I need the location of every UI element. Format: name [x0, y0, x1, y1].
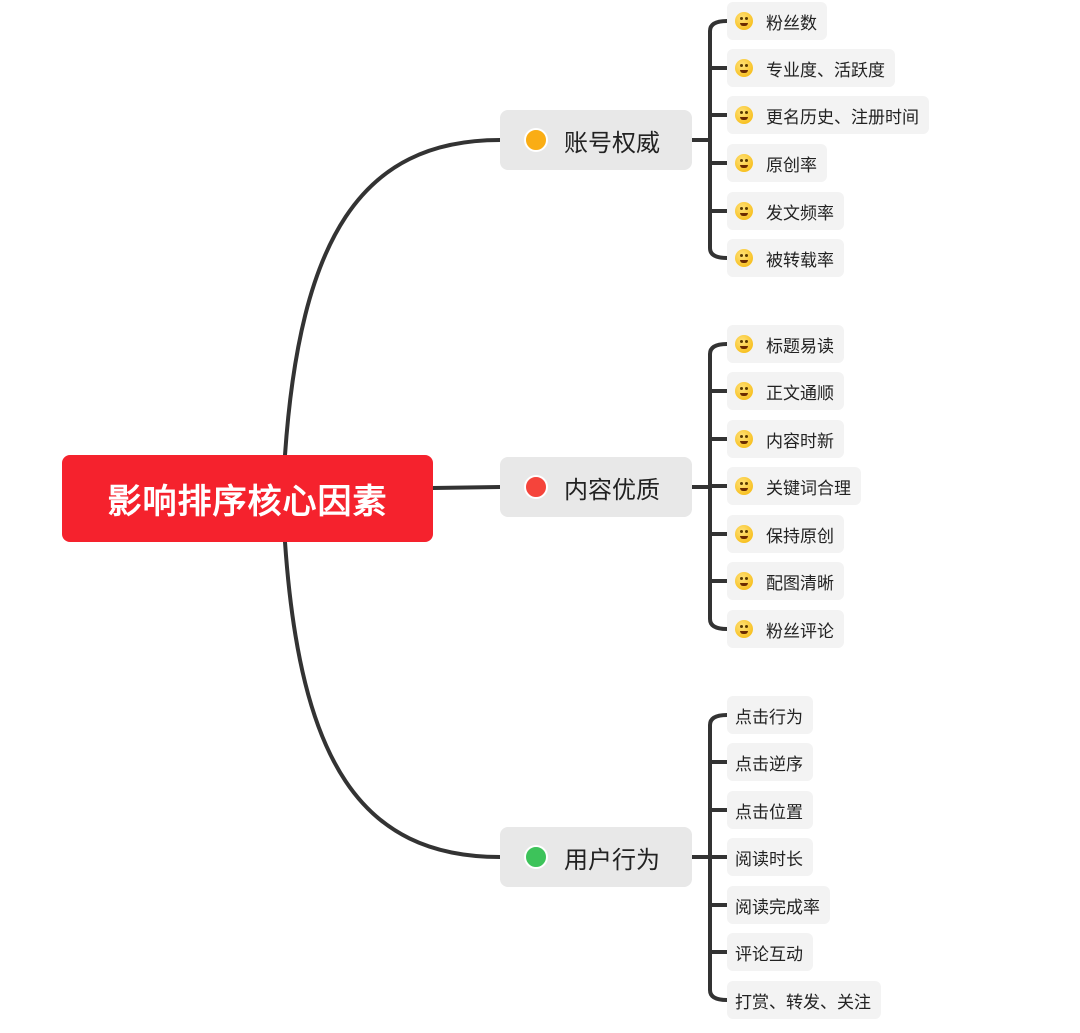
- leaf-node[interactable]: 阅读完成率: [727, 886, 830, 924]
- leaf-node[interactable]: 评论互动: [727, 933, 813, 971]
- branch-label: 内容优质: [564, 475, 660, 504]
- leaf-node[interactable]: 正文通顺: [727, 372, 844, 410]
- leaf-label: 配图清晰: [766, 573, 834, 594]
- leaf-node[interactable]: 发文频率: [727, 192, 844, 230]
- leaf-node[interactable]: 被转载率: [727, 239, 844, 277]
- leaf-label: 打赏、转发、关注: [735, 992, 871, 1013]
- neutral-face-icon: [735, 106, 753, 124]
- branch-label: 用户行为: [564, 845, 660, 874]
- leaf-node[interactable]: 关键词合理: [727, 467, 861, 505]
- leaf-node[interactable]: 原创率: [727, 144, 827, 182]
- leaf-label: 更名历史、注册时间: [766, 107, 919, 128]
- leaf-node[interactable]: 内容时新: [727, 420, 844, 458]
- branch-node-user-behavior[interactable]: 用户行为: [500, 827, 692, 887]
- leaf-node[interactable]: 点击逆序: [727, 743, 813, 781]
- rofl-face-icon: [735, 202, 753, 220]
- leaf-node[interactable]: 粉丝评论: [727, 610, 844, 648]
- grinning-face-icon: [735, 335, 753, 353]
- heart-eyes-face-icon: [735, 430, 753, 448]
- leaf-node[interactable]: 打赏、转发、关注: [727, 981, 881, 1019]
- leaf-node[interactable]: 保持原创: [727, 515, 844, 553]
- leaf-node[interactable]: 标题易读: [727, 325, 844, 363]
- leaf-node[interactable]: 粉丝数: [727, 2, 827, 40]
- rofl-face-icon: [735, 620, 753, 638]
- branch-node-content-quality[interactable]: 内容优质: [500, 457, 692, 517]
- leaf-label: 关键词合理: [766, 478, 851, 499]
- heart-eyes-face-icon: [735, 249, 753, 267]
- astonished-face-icon: [735, 525, 753, 543]
- leaf-label: 专业度、活跃度: [766, 60, 885, 81]
- smiling-face-icon: [735, 59, 753, 77]
- thinking-face-icon: [735, 477, 753, 495]
- leaf-label: 点击逆序: [735, 754, 803, 775]
- leaf-node[interactable]: 更名历史、注册时间: [727, 96, 929, 134]
- leaf-label: 保持原创: [766, 526, 834, 547]
- astonished-face-icon: [735, 154, 753, 172]
- kissing-face-icon: [735, 382, 753, 400]
- root-node[interactable]: 影响排序核心因素: [62, 455, 433, 542]
- leaf-label: 被转载率: [766, 250, 834, 271]
- leaf-label: 评论互动: [735, 944, 803, 965]
- leaf-label: 原创率: [766, 155, 817, 176]
- leaf-node[interactable]: 点击位置: [727, 791, 813, 829]
- leaf-node[interactable]: 阅读时长: [727, 838, 813, 876]
- leaf-node[interactable]: 专业度、活跃度: [727, 49, 895, 87]
- leaf-node[interactable]: 点击行为: [727, 696, 813, 734]
- leaf-label: 粉丝评论: [766, 621, 834, 642]
- leaf-node[interactable]: 配图清晰: [727, 562, 844, 600]
- leaf-label: 发文频率: [766, 203, 834, 224]
- root-branch-connector: [283, 540, 502, 859]
- branch-node-account-authority[interactable]: 账号权威: [500, 110, 692, 170]
- grinning-face-icon: [735, 12, 753, 30]
- leaf-label: 阅读完成率: [735, 897, 820, 918]
- leaf-label: 内容时新: [766, 431, 834, 452]
- root-label: 影响排序核心因素: [107, 482, 388, 522]
- bracket-connector: [708, 19, 729, 260]
- root-branch-connector: [283, 138, 502, 457]
- status-dot-icon: [524, 128, 548, 152]
- root-branch-connector: [431, 485, 502, 490]
- leaf-label: 正文通顺: [766, 383, 834, 404]
- leaf-label: 粉丝数: [766, 13, 817, 34]
- leaf-label: 点击位置: [735, 802, 803, 823]
- leaf-label: 标题易读: [766, 336, 834, 357]
- status-dot-icon: [524, 475, 548, 499]
- leaf-label: 阅读时长: [735, 849, 803, 870]
- rofl-face-icon: [735, 572, 753, 590]
- leaf-label: 点击行为: [735, 707, 803, 728]
- branch-label: 账号权威: [564, 128, 660, 157]
- status-dot-icon: [524, 845, 548, 869]
